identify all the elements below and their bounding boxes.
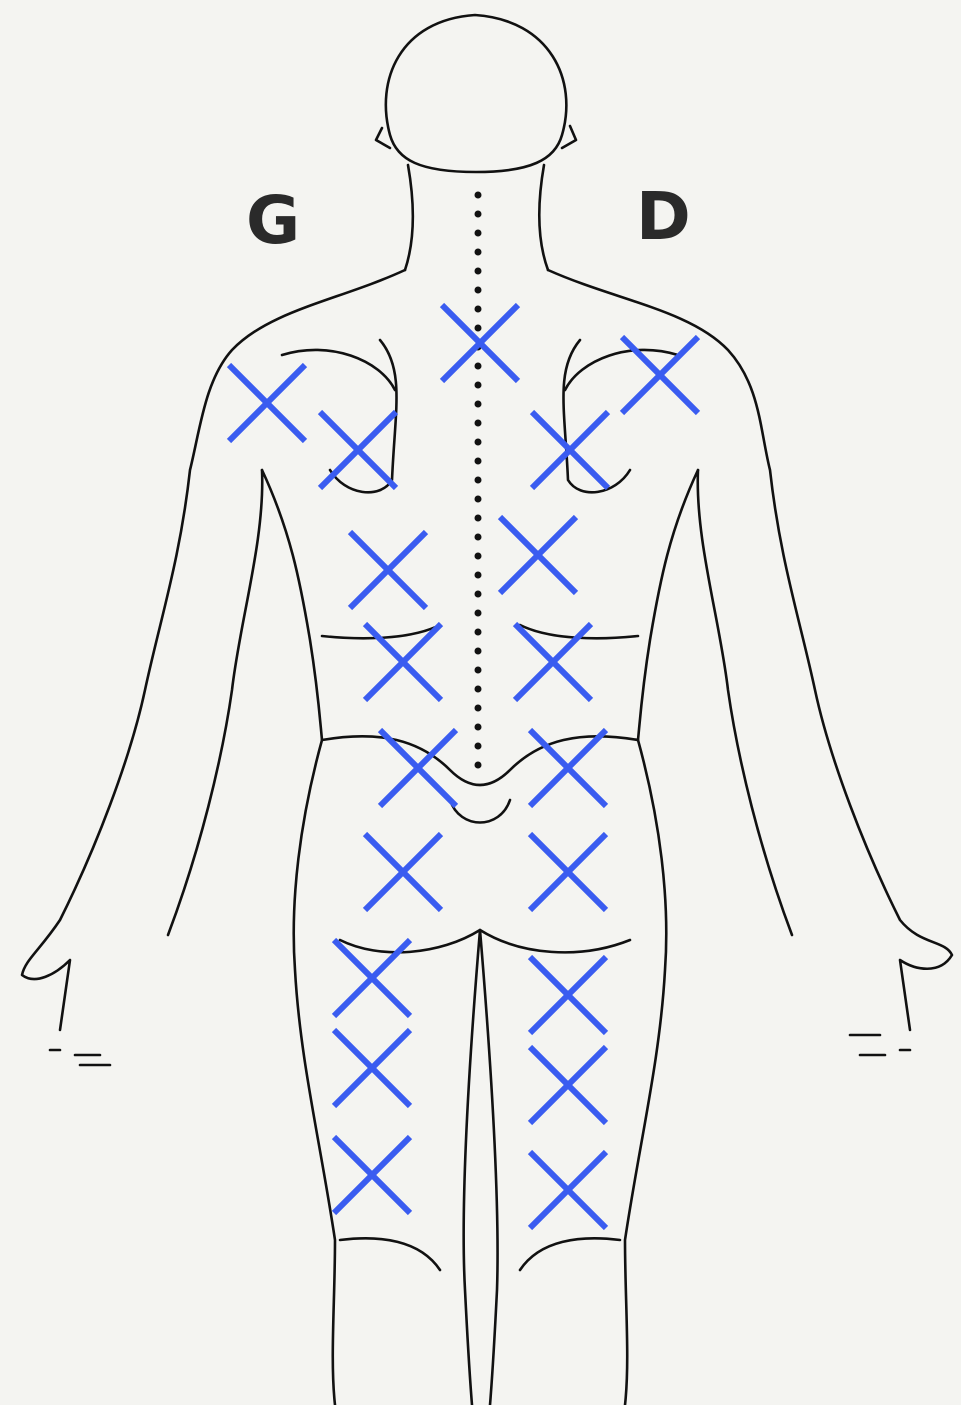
pain-markers [229, 305, 698, 1228]
pain-marker-right-mid-back [500, 517, 576, 593]
spine-dot [475, 458, 482, 465]
pain-marker-left-scapula [320, 412, 396, 488]
spine-dot [475, 515, 482, 522]
spine-dot [475, 572, 482, 579]
spine-dot [475, 610, 482, 617]
pain-marker-right-shoulder [622, 337, 698, 413]
left-side-label: G [246, 188, 300, 254]
spine-dot [475, 287, 482, 294]
spine-dot [475, 591, 482, 598]
spine-dot [475, 553, 482, 560]
spine-dot [475, 211, 482, 218]
spine-dot [475, 724, 482, 731]
pain-marker-right-lumbar [530, 730, 606, 806]
pain-marker-left-shoulder [229, 365, 305, 441]
spine-dot [475, 439, 482, 446]
spine-dot [475, 325, 482, 332]
pain-marker-right-buttock [530, 834, 606, 910]
pain-marker-left-lumbar [380, 730, 456, 806]
pain-marker-right-mid-thigh [530, 1047, 606, 1123]
spine-dot [475, 401, 482, 408]
spine-dot [475, 534, 482, 541]
pain-marker-neck-base [442, 305, 518, 381]
spine-dots [475, 192, 482, 769]
pain-marker-right-lower-thigh [530, 1152, 606, 1228]
spine-dot [475, 420, 482, 427]
spine-dot [475, 667, 482, 674]
spine-dot [475, 762, 482, 769]
right-side-label: D [636, 184, 691, 250]
pain-marker-left-lower-thigh [334, 1137, 410, 1213]
spine-dot [475, 477, 482, 484]
pain-marker-right-upper-thigh [530, 957, 606, 1033]
pain-marker-left-buttock [365, 834, 441, 910]
pain-marker-right-scapula [532, 412, 608, 488]
body-outline [22, 15, 952, 1405]
spine-dot [475, 496, 482, 503]
spine-dot [475, 382, 482, 389]
spine-dot [475, 363, 482, 370]
spine-dot [475, 686, 482, 693]
spine-dot [475, 629, 482, 636]
spine-dot [475, 705, 482, 712]
spine-dot [475, 249, 482, 256]
spine-dot [475, 268, 482, 275]
pain-marker-left-mid-thigh [334, 1030, 410, 1106]
pain-marker-left-mid-back [350, 532, 426, 608]
spine-dot [475, 306, 482, 313]
spine-dot [475, 648, 482, 655]
spine-dot [475, 230, 482, 237]
spine-dot [475, 192, 482, 199]
spine-dot [475, 743, 482, 750]
